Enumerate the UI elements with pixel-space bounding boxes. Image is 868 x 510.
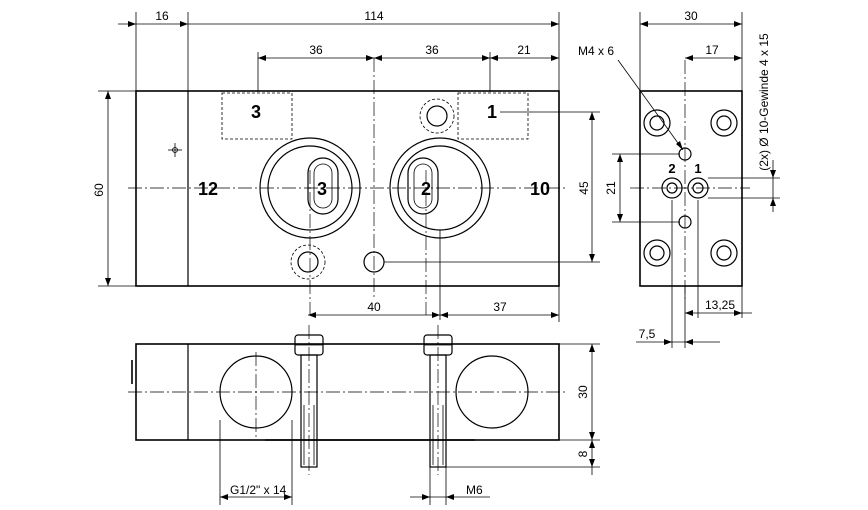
side-hole-tl-inner: [649, 115, 665, 131]
dim-45: 45: [577, 181, 591, 195]
dim-40: 40: [367, 300, 381, 314]
side-dim-21: 21: [604, 181, 618, 195]
side-label-port-2: 2: [668, 161, 675, 176]
arrow: [685, 310, 693, 316]
dim-36b: 36: [425, 43, 439, 57]
side-dim-17: 17: [705, 43, 719, 57]
label-port-1-small: 1: [487, 102, 497, 122]
label-port-3-large: 3: [317, 179, 327, 199]
bottom-view: 30 8 G1/2" x 14 M6: [128, 325, 600, 505]
side-dim-7-5: 7,5: [639, 327, 656, 341]
dim-21: 21: [517, 43, 531, 57]
side-label-port-1: 1: [694, 161, 701, 176]
dim-37: 37: [493, 300, 507, 314]
thread-callout-m6: M6: [466, 483, 483, 497]
side-port2-outer: [661, 177, 683, 199]
front-outline: [135, 90, 560, 287]
arrow: [617, 154, 623, 162]
arrow: [685, 339, 693, 345]
arrow: [589, 112, 595, 120]
port3-slot-inner: [313, 163, 333, 209]
arrow: [770, 170, 776, 178]
port2-slot-inner: [413, 163, 433, 209]
side-hole-tl-outer: [643, 109, 671, 137]
arrow: [284, 494, 292, 500]
arrow: [374, 55, 382, 61]
arrow: [676, 141, 683, 150]
label-port-2-large: 2: [421, 179, 431, 199]
label-port-12: 12: [198, 179, 218, 199]
top-hole-outer: [419, 98, 455, 134]
side-hole-tr-inner: [716, 115, 732, 131]
bottom-dim-30: 30: [576, 385, 590, 399]
arrow: [220, 494, 228, 500]
mark-hole: [172, 147, 178, 153]
side-hole-tr-outer: [710, 109, 738, 137]
dim-60: 60: [92, 183, 106, 197]
arrow: [551, 21, 559, 27]
arrow: [432, 312, 440, 318]
port3-outer-circle: [259, 137, 361, 239]
arrow: [589, 432, 595, 440]
side-hole-bl-inner: [649, 245, 665, 261]
port1-hidden-bore: [457, 92, 529, 140]
m4-leader: [617, 59, 684, 151]
dim-114: 114: [364, 9, 383, 23]
arrow: [440, 312, 448, 318]
arrow: [770, 198, 776, 206]
arrow: [482, 55, 490, 61]
arrow: [734, 55, 742, 61]
arrow: [180, 21, 188, 27]
side-view: 2 1 30 17 M4 x 6 21 (2x) Ø 10-Gewinde 4 …: [578, 9, 780, 348]
arrow: [422, 494, 430, 500]
side-port2-inner: [666, 182, 678, 194]
port3-slot: [307, 157, 339, 215]
arrow: [128, 21, 136, 27]
side-hole-br-inner: [716, 245, 732, 261]
arrow: [446, 494, 454, 500]
arrow: [258, 55, 266, 61]
side-outline: [639, 90, 743, 287]
arrow: [664, 339, 672, 345]
front-view: 3 1 12 10 3 2 16 114 36 36 21 60: [92, 9, 600, 322]
arrow: [589, 254, 595, 262]
arrow: [551, 55, 559, 61]
top-hole-inner: [426, 105, 448, 127]
arrow: [589, 440, 595, 448]
side-dim-13-25: 13,25: [705, 298, 735, 312]
arrow: [734, 21, 742, 27]
arrow: [308, 312, 316, 318]
arrow: [734, 310, 742, 316]
dim-36a: 36: [309, 43, 323, 57]
side-port1-inner: [692, 182, 704, 194]
arrow: [490, 55, 498, 61]
arrow: [617, 214, 623, 222]
thread-callout-m4: M4 x 6: [578, 44, 614, 58]
side-hole-br-outer: [710, 239, 738, 267]
bottom-port-right: [455, 355, 529, 429]
label-port-3-small: 3: [251, 102, 261, 122]
port3-hidden-bore: [221, 92, 293, 140]
arrow: [105, 278, 111, 286]
thread-callout-g12: G1/2" x 14: [230, 483, 287, 497]
arrow: [551, 312, 559, 318]
arrow: [589, 344, 595, 352]
bottom-hole-outer: [290, 244, 326, 280]
port2-slot: [407, 157, 439, 215]
vertical-thread-callout: (2x) Ø 10-Gewinde 4 x 15: [757, 33, 771, 171]
arrow: [589, 459, 595, 467]
bottom-dim-8: 8: [576, 450, 590, 457]
arrow: [105, 91, 111, 99]
bottom-hole-inner: [297, 251, 319, 273]
arrow: [366, 55, 374, 61]
side-hole-bl-outer: [643, 239, 671, 267]
arrow: [640, 21, 648, 27]
arrow: [685, 55, 693, 61]
side-port1-outer: [687, 177, 709, 199]
side-dim-30: 30: [684, 9, 698, 23]
label-port-10: 10: [530, 179, 550, 199]
dim-16: 16: [155, 9, 169, 23]
port3-inner-circle: [267, 145, 353, 231]
